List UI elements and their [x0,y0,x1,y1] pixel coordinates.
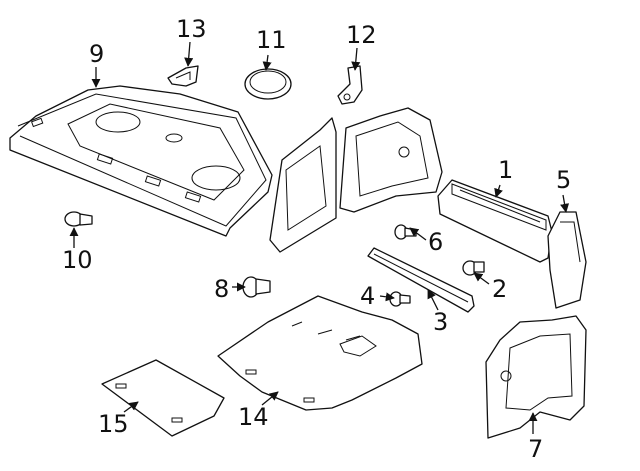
part-6-push-pin [394,224,417,240]
part-14-floor-mat [217,295,423,411]
callout-11: 11 [256,26,287,54]
part-12-hook [337,65,363,105]
callout-10: 10 [62,246,93,274]
part-8-push-pin [242,276,271,298]
callout-3: 3 [433,308,448,336]
part-11-plug [244,68,292,100]
callout-15: 15 [98,410,129,438]
part-3-strip [367,247,475,313]
callout-6: 6 [428,228,443,256]
part-2-push-pin [462,260,485,276]
part-1-rear-panel-trim [437,179,553,263]
callout-5: 5 [556,166,571,194]
part-7-right-trim [485,315,587,439]
callout-8: 8 [214,275,229,303]
callout-12: 12 [346,21,377,49]
part-10-bolt [64,211,93,227]
part-13-bracket [167,65,199,87]
callout-2: 2 [492,275,507,303]
callout-13: 13 [176,15,207,43]
callout-4: 4 [360,282,375,310]
trunk-side-trim-left [269,117,337,253]
callout-9: 9 [89,40,104,68]
trunk-side-trim-center [339,107,443,213]
part-15-floor-panel [101,359,225,437]
callout-7: 7 [528,435,543,463]
part-9-package-tray [9,85,273,237]
callout-14: 14 [238,403,269,431]
part-5-side-clip [547,211,587,309]
callout-1: 1 [498,156,513,184]
part-4-push-pin [389,291,411,307]
